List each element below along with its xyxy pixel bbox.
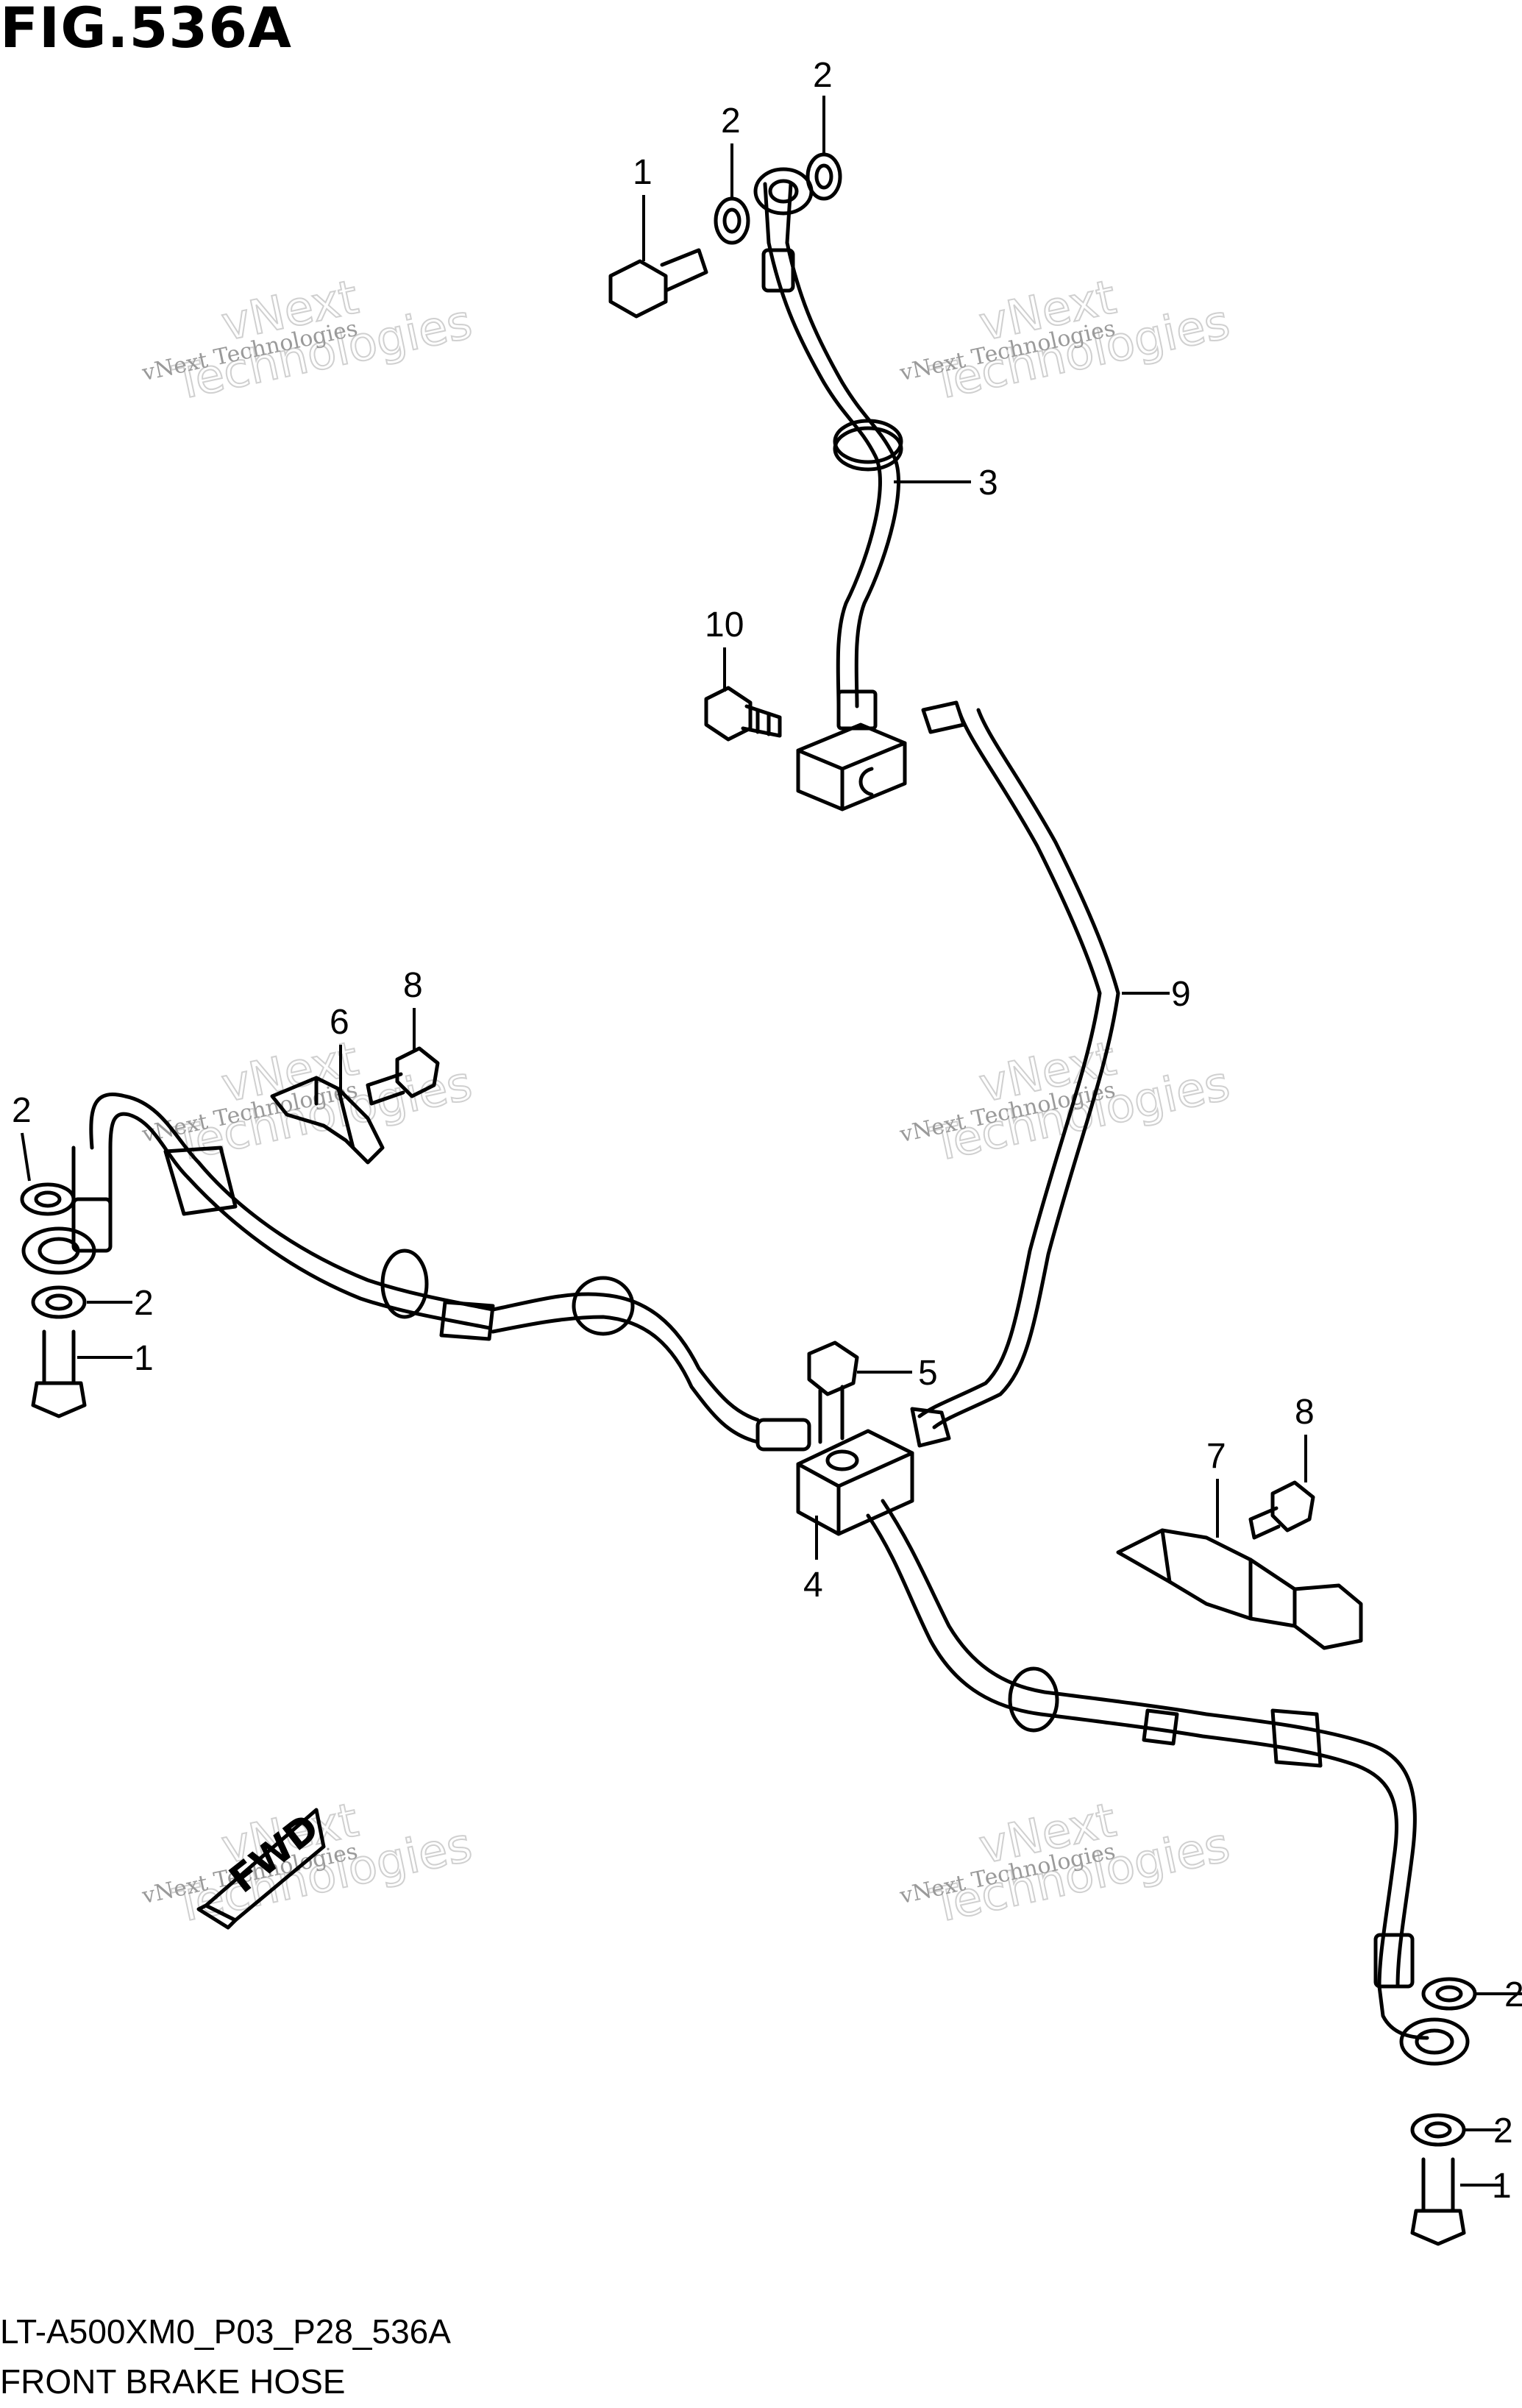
callout-8a: 8 [403,966,423,1005]
callout-4: 4 [803,1566,823,1605]
washer-2-right-lower [1410,2113,1466,2147]
bracket-7 [1116,1528,1363,1650]
callout-5: 5 [918,1354,938,1393]
callout-10: 10 [705,605,744,644]
middle-brake-hose [491,1276,811,1452]
right-brake-hose [866,1499,1470,2066]
washer-2-top-right [806,152,842,201]
callout-6: 6 [330,1003,349,1042]
upper-brake-hose [753,167,903,731]
bolt-1-top [608,248,708,319]
bolt-8-lower [1248,1480,1315,1540]
callout-2e: 2 [1504,1975,1522,2014]
bolt-10 [704,686,782,742]
callout-1a: 1 [633,153,652,192]
washer-2-left-upper [20,1182,76,1216]
bracket-6 [270,1076,385,1165]
callout-2b: 2 [813,56,833,95]
watermark-4: vNext Technologies vNext Technologies [897,1031,1234,1173]
callout-2a: 2 [721,102,741,141]
bolt-5 [807,1340,859,1444]
watermark-1: vNext Technologies vNext Technologies [139,269,477,412]
callout-7: 7 [1206,1437,1226,1476]
bolt-1-right [1410,2157,1466,2246]
figure-title: FIG.536A [0,0,292,60]
figure-code: LT-A500XM0_P03_P28_536A [0,2312,451,2351]
washer-2-right-upper [1421,1977,1477,2011]
watermark-2: vNext Technologies vNext Technologies [897,269,1234,412]
callout-3: 3 [978,464,998,502]
callout-1b: 1 [134,1339,154,1378]
callout-labels: 1 2 2 3 10 9 6 8 2 2 1 5 4 8 7 2 2 1 [12,56,1522,2206]
watermarks: vNext Technologies vNext Technologies vN… [139,269,1234,1935]
junction-block-4 [796,1429,914,1536]
fwd-arrow [196,1808,326,1930]
washer-2-top-left [714,196,750,245]
brake-pipe-9 [910,700,1120,1448]
upper-junction-block [796,722,907,811]
callout-2f: 2 [1493,2112,1513,2150]
callout-2c: 2 [12,1091,32,1130]
figure-name: FRONT BRAKE HOSE [0,2362,346,2401]
bolt-1-left [31,1329,87,1418]
callout-9: 9 [1171,975,1191,1014]
callout-8b: 8 [1295,1393,1315,1432]
callout-1c: 1 [1492,2167,1512,2206]
watermark-3: vNext Technologies vNext Technologies [139,1031,477,1173]
watermark-6: vNext Technologies vNext Technologies [897,1792,1234,1935]
callout-2d: 2 [134,1284,154,1323]
bolt-8-upper [366,1046,440,1106]
washer-2-left-lower [31,1285,87,1319]
leader-lines [21,96,1522,2187]
